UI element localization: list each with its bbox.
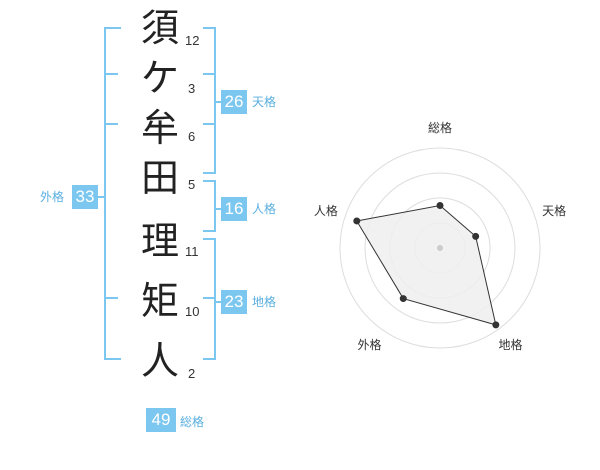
radar-axis-label-4: 外格 xyxy=(357,337,381,352)
name-char-2: ケ xyxy=(140,56,179,100)
jinkaku-value-badge: 16 xyxy=(221,197,247,221)
name-char-6: 矩 xyxy=(140,279,179,323)
name-char-5: 理 xyxy=(140,219,179,263)
name-char-1: 須 xyxy=(140,6,179,50)
jinkaku-bracket-top xyxy=(203,180,216,182)
radar-ring xyxy=(364,172,516,324)
gaikaku-bracket-top xyxy=(104,27,121,29)
radar-axis-label-3: 地格 xyxy=(499,337,523,352)
gaikaku-bracket-bottom xyxy=(104,358,121,360)
radar-ring xyxy=(339,147,541,349)
stroke-count-5: 11 xyxy=(185,244,199,259)
bracket-tick xyxy=(106,123,118,125)
chikaku-bracket-top xyxy=(203,238,216,240)
radar-point-4 xyxy=(399,295,407,303)
tenkaku-bracket-vertical xyxy=(214,27,216,174)
name-char-7: 人 xyxy=(140,339,179,383)
gaikaku-connector xyxy=(96,196,104,198)
radar-data-polygon xyxy=(355,204,497,326)
stroke-count-3: 6 xyxy=(188,129,196,144)
radar-center-dot xyxy=(437,245,443,251)
tenkaku-label: 天格 xyxy=(252,95,277,109)
name-char-3: 牟 xyxy=(140,106,179,150)
stroke-count-2: 3 xyxy=(188,81,196,96)
stroke-count-1: 12 xyxy=(185,33,200,48)
radar-point-1 xyxy=(436,202,444,209)
bracket-tick xyxy=(106,297,118,299)
stroke-count-6: 10 xyxy=(185,304,200,319)
chikaku-bracket-vertical xyxy=(214,238,216,360)
jinkaku-label: 人格 xyxy=(252,202,277,216)
bracket-tick xyxy=(203,73,214,75)
tenkaku-bracket-top xyxy=(203,27,216,29)
radar-point-2 xyxy=(472,232,480,240)
soukaku-value-badge: 49 xyxy=(146,408,176,432)
chikaku-value-badge: 23 xyxy=(221,290,247,314)
radar-axis-label-1: 総格 xyxy=(428,120,452,135)
radar-point-5 xyxy=(353,217,361,225)
bracket-tick xyxy=(106,73,118,75)
radar-point-3 xyxy=(492,321,500,329)
stroke-count-7: 2 xyxy=(188,366,196,381)
radar-axis-label-5: 人格 xyxy=(314,203,338,218)
bracket-tick xyxy=(203,123,214,125)
chikaku-connector xyxy=(216,301,222,303)
gaikaku-label: 外格 xyxy=(40,190,65,204)
stroke-count-4: 5 xyxy=(188,177,196,192)
bracket-tick xyxy=(203,297,214,299)
chikaku-bracket-bottom xyxy=(203,358,216,360)
name-char-4: 田 xyxy=(140,156,179,200)
gaikaku-bracket-vertical xyxy=(104,27,106,360)
jinkaku-bracket-vertical xyxy=(214,180,216,232)
gaikaku-value-badge: 33 xyxy=(72,185,98,209)
soukaku-label: 総格 xyxy=(180,415,205,429)
jinkaku-connector xyxy=(216,208,222,210)
tenkaku-connector xyxy=(216,101,222,103)
tenkaku-value-badge: 26 xyxy=(221,90,247,114)
chikaku-label: 地格 xyxy=(252,295,277,309)
tenkaku-bracket-bottom xyxy=(203,172,216,174)
radar-axis-label-2: 天格 xyxy=(542,203,566,218)
jinkaku-bracket-bottom xyxy=(203,230,216,232)
